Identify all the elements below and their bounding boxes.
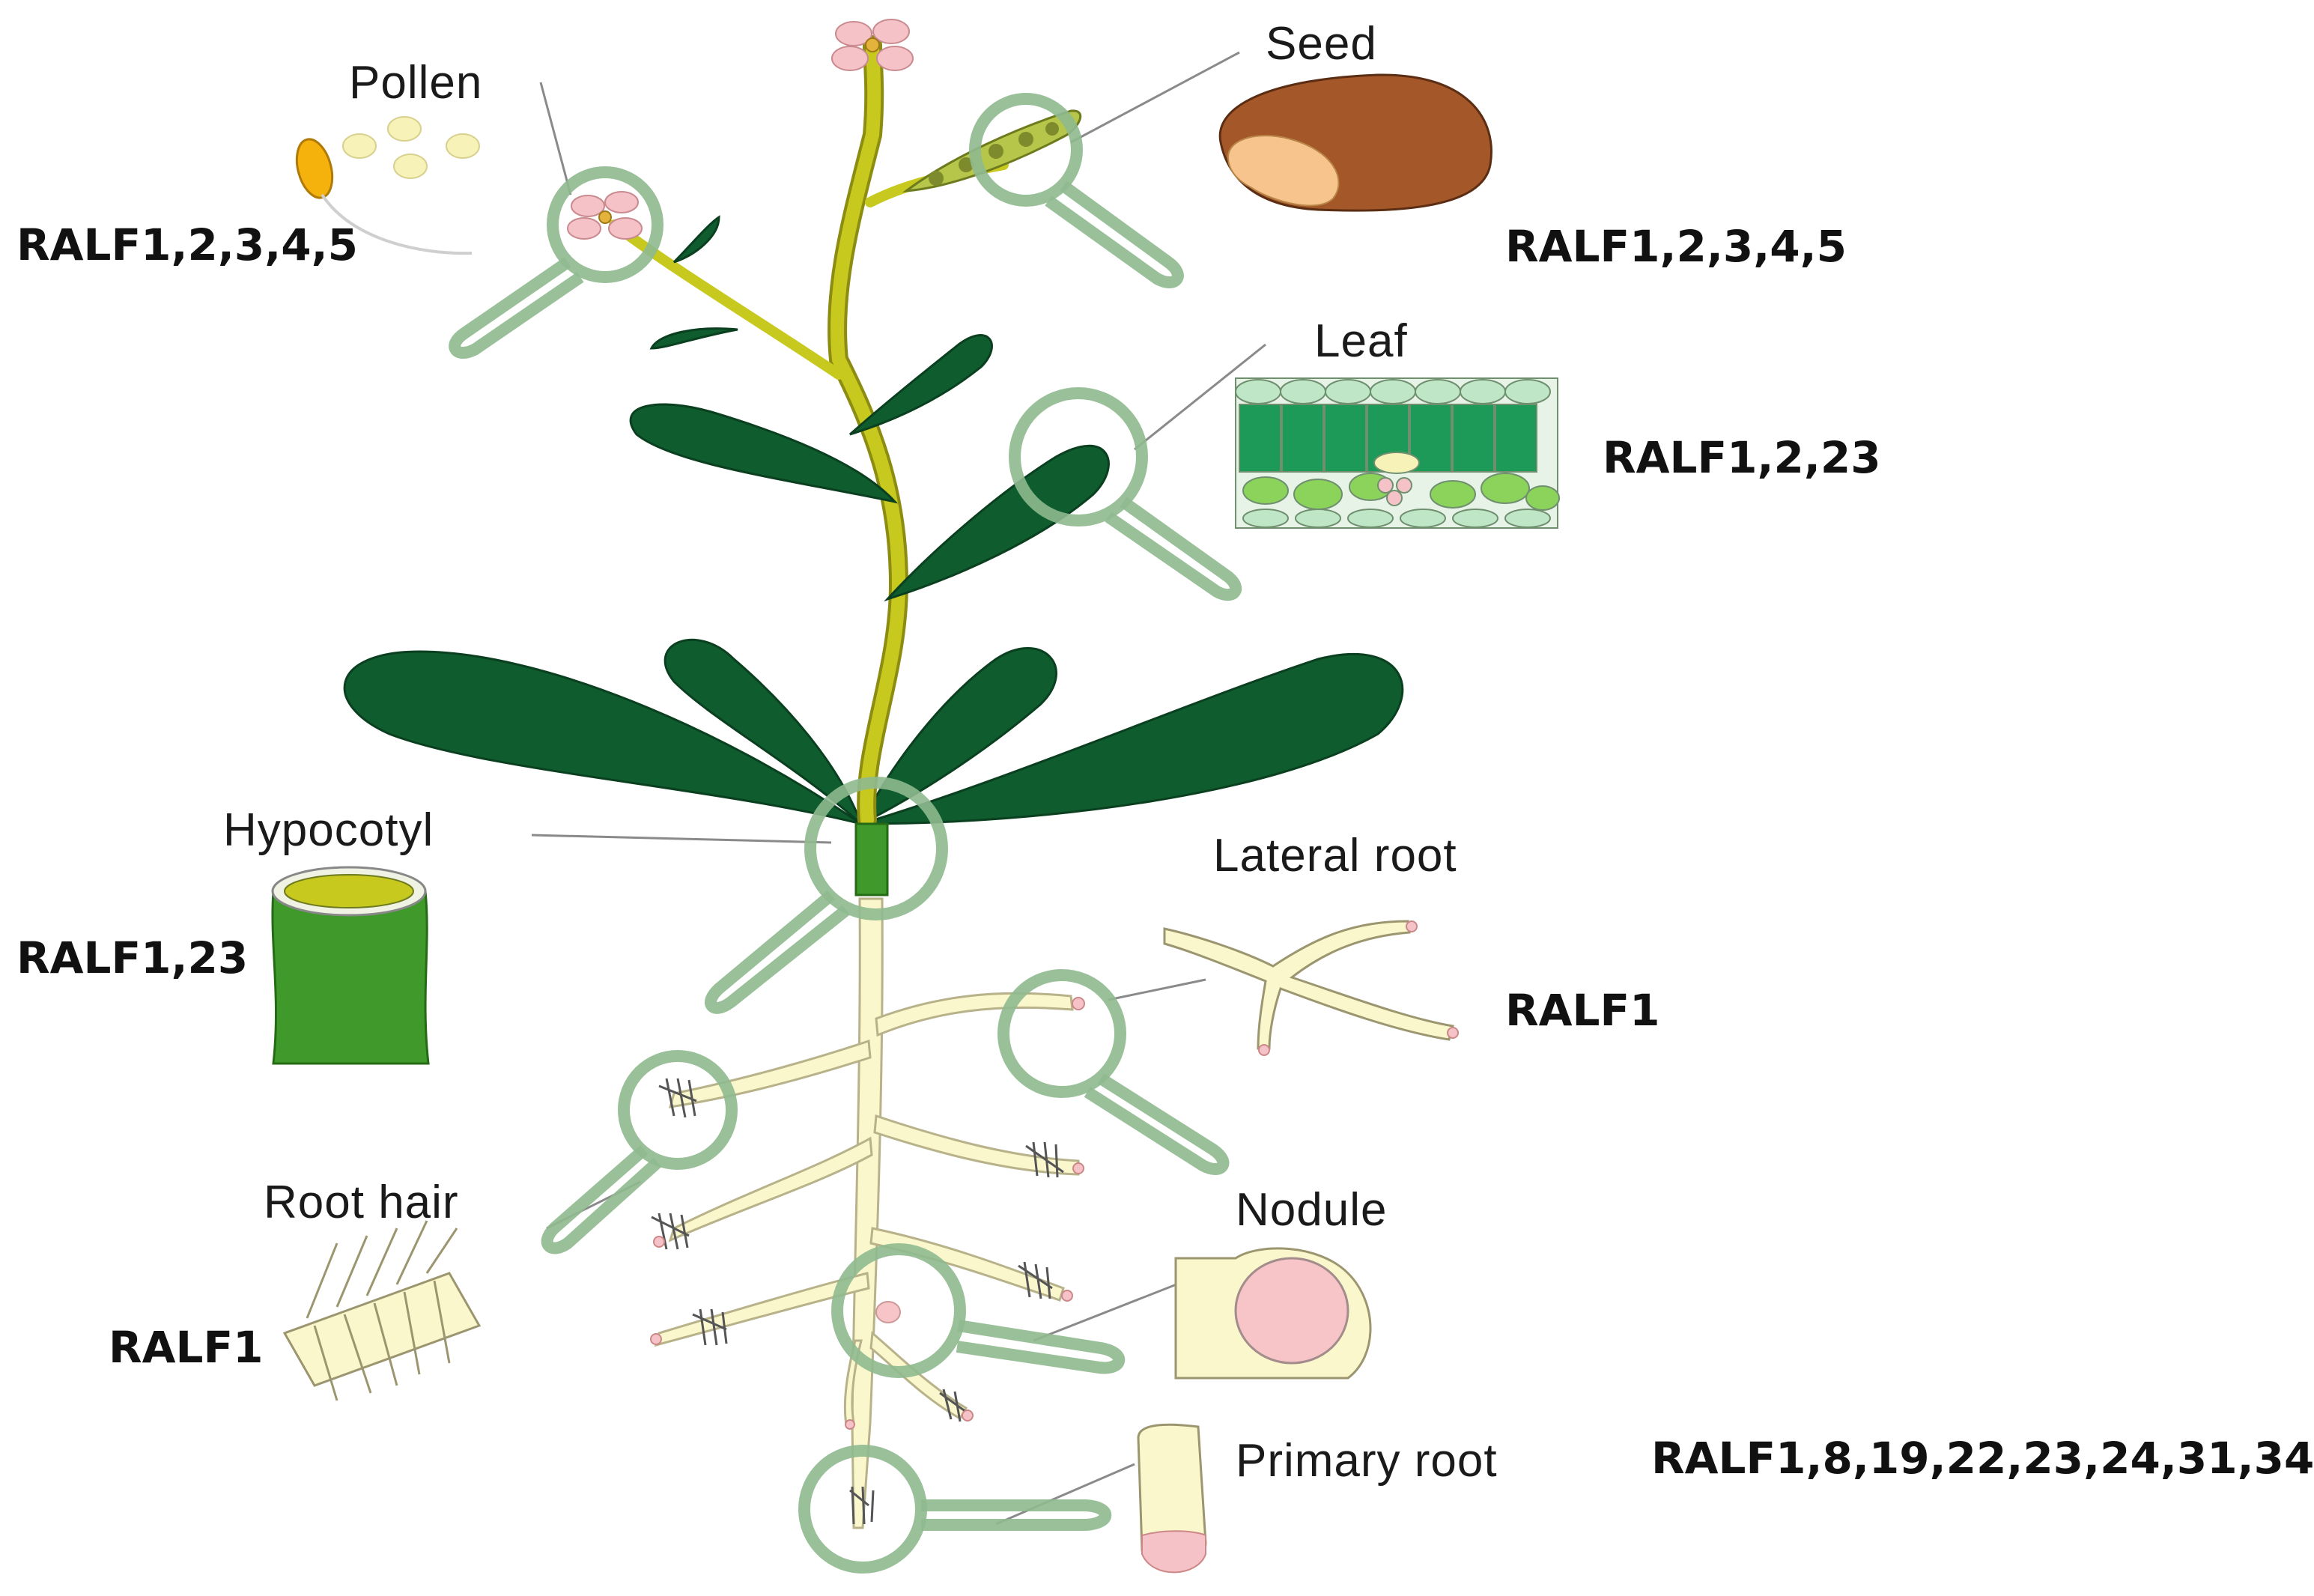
genes-hypocotyl: RALF1,23 [16,932,249,983]
root-hair-tuft [658,1078,697,1118]
primary-root-inset [1137,1423,1207,1574]
organ-label-pollen: Pollen [349,57,483,109]
plant-illustration [271,19,1560,1574]
pollen-inset [295,116,480,255]
primary-root-shaft [851,897,884,1529]
magnifier-nodule [831,1243,1126,1378]
magnifiers [449,93,1242,1574]
nodule-inset [1174,1247,1372,1380]
magnifier-root-hair [541,1050,738,1254]
rosette-leaf-far-left [343,650,862,825]
lateral-root-5 [869,1227,1065,1302]
magnifier-seed [969,93,1184,288]
root-hair-tuft [1018,1261,1053,1299]
magnifier-leaf [1009,387,1242,601]
plant-ralf-expression-diagram: Pollen Seed Leaf Hypocotyl Lateral root … [16,18,2314,1574]
root-hair-inset [282,1220,482,1401]
hypocotyl-inset [271,866,430,1065]
seed-inset [1218,73,1492,212]
cauline-leaves [629,215,1110,602]
leaf-section-inset [1235,377,1560,529]
root-hair-tuft [692,1308,728,1346]
genes-primary-root: RALF1,8,19,22,23,24,31,34 [1651,1433,2314,1484]
root-tips [650,997,1085,1430]
silique [902,109,1082,192]
organ-label-hypocotyl: Hypocotyl [223,804,434,856]
organ-label-root-hair: Root hair [264,1177,459,1228]
organ-label-lateral-root: Lateral root [1213,830,1457,882]
lateral-root-3 [668,1136,873,1242]
root-nodule [875,1301,901,1323]
branch-left [609,219,844,380]
organ-label-primary-root: Primary root [1236,1435,1498,1487]
lateral-root-1 [668,1039,872,1108]
magnifier-primary-root [798,1445,1111,1574]
lateral-root-inset [1163,920,1459,1056]
hypocotyl-segment [854,822,889,896]
magnifier-lateral-root [997,969,1230,1175]
organ-label-leaf: Leaf [1314,315,1408,367]
genes-lateral-root: RALF1 [1505,985,1660,1036]
magnifier-hypocotyl [705,777,948,1014]
root-hair-tuft [651,1213,690,1250]
rosette-leaf-far-right [860,653,1404,825]
root-hair-tufts [651,1078,1064,1525]
side-flower [567,191,643,240]
magnifier-pollen [449,166,663,359]
genes-seed: RALF1,2,3,4,5 [1505,221,1847,272]
genes-leaf: RALF1,2,23 [1603,432,1881,483]
root-hair-tuft [849,1486,875,1525]
organ-label-nodule: Nodule [1236,1184,1388,1236]
genes-root-hair: RALF1 [109,1322,264,1373]
organ-label-seed: Seed [1266,18,1377,70]
rosette-leaves [343,638,1404,827]
lateral-root-2 [875,992,1074,1037]
rosette-leaf-mid-right [858,646,1057,827]
root-hair-tuft [939,1389,967,1422]
genes-pollen: RALF1,2,3,4,5 [16,219,359,270]
top-flower [831,19,914,71]
rosette-leaf-mid-left [663,638,863,825]
root-hair-tuft [1025,1141,1064,1178]
main-stem-fill [830,38,906,827]
